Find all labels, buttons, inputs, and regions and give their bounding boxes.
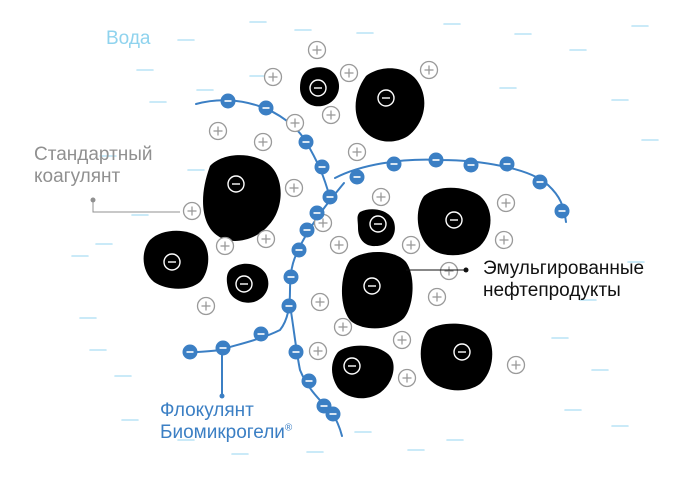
emulsified-leader-dot [463, 267, 469, 273]
positive-charge-icon [285, 113, 305, 133]
positive-charge-icon [439, 261, 459, 281]
flocculant-bead-icon [349, 169, 365, 185]
positive-charge-icon [419, 60, 439, 80]
positive-charge-icon [215, 236, 235, 256]
positive-charge-icon [401, 235, 421, 255]
coagulant-label-line2: коагулянт [34, 166, 121, 188]
emulsified-oil-label: Эмульгированные нефтепродукты [483, 258, 644, 303]
flocculant-label-line1: Флокулянт [160, 400, 254, 421]
flocculant-bead-icon [554, 203, 570, 219]
flocculant-label: Флокулянт Биомикрогели® [160, 400, 292, 445]
flocculant-bead-icon [298, 134, 314, 150]
negative-charge-icon [235, 275, 253, 293]
negative-charge-icon [363, 277, 381, 295]
positive-charge-icon [321, 105, 341, 125]
positive-charge-icon [371, 187, 391, 207]
positive-charge-icon [263, 67, 283, 87]
positive-charge-icon [310, 292, 330, 312]
positive-charge-icon [307, 40, 327, 60]
negative-charge-icon [343, 357, 361, 375]
negative-charge-icon [453, 343, 471, 361]
flocculant-bead-icon [299, 222, 315, 238]
flocculant-bead-icon [428, 152, 444, 168]
positive-charge-icon [392, 330, 412, 350]
positive-charge-icon [506, 355, 526, 375]
positive-charge-icon [496, 193, 516, 213]
flocculant-bead-icon [532, 174, 548, 190]
coagulant-leader-dot [90, 197, 96, 203]
emulsified-label-line2: нефтепродукты [483, 280, 621, 302]
coagulant-label: Стандартный коагулянт [34, 144, 153, 189]
positive-charge-icon [397, 368, 417, 388]
oil-droplets [143, 67, 493, 399]
flocculant-bead-icon [314, 159, 330, 175]
positive-charge-icon [253, 132, 273, 152]
leader-lines [90, 197, 469, 399]
positive-charge-icon [308, 341, 328, 361]
flocculant-bead-icon [499, 156, 515, 172]
polymer-chain [334, 158, 567, 223]
negative-charge-icon [369, 215, 387, 233]
positive-charge-icon [256, 229, 276, 249]
flocculant-bead-icon [309, 205, 325, 221]
flocculant-label-text: Биомикрогели [160, 422, 285, 444]
negative-charge-icon [227, 175, 245, 193]
flocculant-bead-icon [283, 269, 299, 285]
negative-charge-icon [445, 211, 463, 229]
flocculant-leader-dot [219, 393, 225, 399]
coagulant-leader-line [92, 200, 180, 213]
flocculant-bead-icon [281, 298, 297, 314]
emulsified-label-line1: Эмульгированные [483, 258, 645, 279]
oil-droplet [203, 155, 281, 241]
positive-charge-icon [196, 296, 216, 316]
coagulant-label-line1: Стандартный [34, 144, 153, 165]
flocculant-bead-icon [253, 326, 269, 342]
flocculant-bead-icon [258, 100, 274, 116]
flocculant-bead-icon [220, 93, 236, 109]
positive-charge-icon [427, 287, 447, 307]
registered-mark: ® [284, 423, 293, 435]
positive-charge-icon [494, 230, 514, 250]
flocculant-bead-icon [386, 156, 402, 172]
positive-charge-icon [347, 142, 367, 162]
positive-charge-icon [339, 63, 359, 83]
flocculant-beads [182, 93, 570, 422]
flocculant-bead-icon [288, 344, 304, 360]
positive-charge-icon [329, 235, 349, 255]
coagulant-charges [182, 40, 526, 388]
flocculant-bead-icon [182, 344, 198, 360]
positive-charge-icon [208, 121, 228, 141]
positive-charge-icon [182, 201, 202, 221]
water-label: Вода [106, 28, 150, 50]
flocculant-bead-icon [301, 373, 317, 389]
oil-droplet [332, 345, 394, 399]
water-label-text: Вода [106, 28, 151, 49]
flocculant-bead-icon [291, 242, 307, 258]
flocculant-bead-icon [215, 340, 231, 356]
positive-charge-icon [284, 178, 304, 198]
flocculant-bead-icon [322, 189, 338, 205]
negative-charge-icon [377, 89, 395, 107]
polymer-chain [289, 304, 343, 437]
flocculant-label-line2: Биомикрогели® [160, 422, 292, 444]
flocculant-bead-icon [463, 157, 479, 173]
negative-charge-icon [309, 79, 327, 97]
positive-charge-icon [333, 317, 353, 337]
negative-charge-icon [163, 253, 181, 271]
flocculant-bead-icon [325, 406, 341, 422]
